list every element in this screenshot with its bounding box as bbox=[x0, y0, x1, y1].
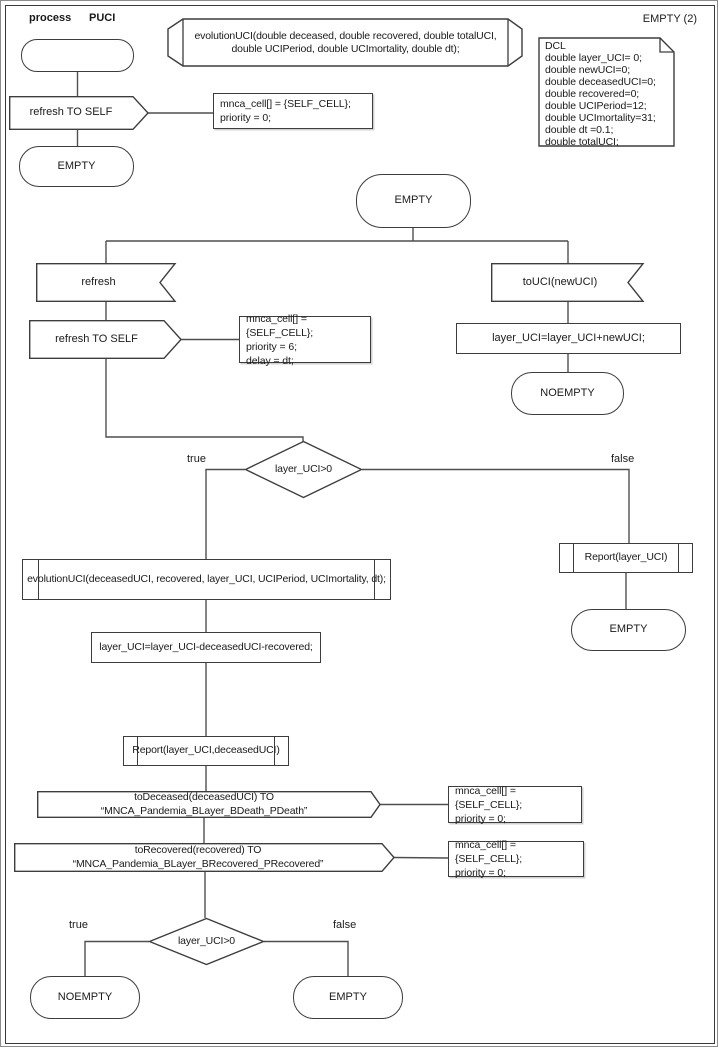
connector bbox=[205, 468, 245, 559]
procedure-call-bar bbox=[373, 560, 375, 599]
state-label: EMPTY bbox=[57, 159, 96, 172]
state-empty-right[interactable]: EMPTY bbox=[571, 609, 686, 651]
call-text: evolutionUCI(deceasedUCI, recovered, lay… bbox=[27, 572, 386, 585]
state-label: EMPTY bbox=[329, 990, 367, 1003]
state-empty-bottom[interactable]: EMPTY bbox=[293, 976, 403, 1019]
diagram-kind-label: process bbox=[29, 12, 72, 24]
note-text: mnca_cell[] = {SELF_CELL}; priority = 0; bbox=[455, 839, 523, 879]
note-mnca-priority6[interactable]: mnca_cell[] = {SELF_CELL}; priority = 6;… bbox=[239, 312, 371, 367]
state-label: NOEMPTY bbox=[540, 386, 595, 399]
state-label: NOEMPTY bbox=[57, 990, 113, 1003]
output-refresh-to-self-delayed[interactable]: refresh TO SELF bbox=[29, 320, 183, 359]
dcl-text-symbol[interactable]: DCL double layer_UCI= 0; double newUCI=0… bbox=[538, 37, 676, 148]
process-name: PUCI bbox=[89, 12, 116, 24]
procedure-call-bar bbox=[38, 560, 40, 599]
note-mnca-priority0-deceased[interactable]: mnca_cell[] = {SELF_CELL}; priority = 0; bbox=[448, 784, 582, 825]
branch-label-false-1: false bbox=[611, 453, 635, 465]
call-text: Report(layer_UCI) bbox=[584, 551, 668, 564]
call-report-deceased[interactable]: Report(layer_UCI,deceasedUCI) bbox=[123, 736, 289, 766]
decision-layer-uci-2[interactable]: layer_UCI>0 bbox=[148, 917, 265, 966]
task-text: layer_UCI=layer_UCI-deceasedUCI-recovere… bbox=[99, 640, 313, 653]
call-text: Report(layer_UCI,deceasedUCI) bbox=[132, 744, 280, 757]
connector bbox=[84, 940, 149, 976]
task-add-newuci[interactable]: layer_UCI=layer_UCI+newUCI; bbox=[456, 323, 681, 354]
output-refresh-to-self-start[interactable]: refresh TO SELF bbox=[9, 96, 150, 130]
connector bbox=[264, 940, 349, 976]
note-mnca-priority0-recovered[interactable]: mnca_cell[] = {SELF_CELL}; priority = 0; bbox=[448, 839, 584, 879]
note-text: mnca_cell[] = {SELF_CELL}; priority = 6;… bbox=[246, 312, 314, 367]
branch-label-true-2: true bbox=[69, 919, 88, 931]
note-mnca-priority0-start[interactable]: mnca_cell[] = {SELF_CELL}; priority = 0; bbox=[213, 93, 373, 129]
output-todeceased[interactable]: toDeceased(deceasedUCI) TO “MNCA_Pandemi… bbox=[37, 791, 382, 818]
note-text: mnca_cell[] = {SELF_CELL}; priority = 0; bbox=[455, 784, 523, 825]
procedure-call-bar bbox=[573, 544, 575, 572]
call-report[interactable]: Report(layer_UCI) bbox=[559, 543, 693, 573]
page-label: EMPTY (2) bbox=[642, 13, 697, 25]
state-noempty-right[interactable]: NOEMPTY bbox=[511, 372, 624, 415]
diagram-frame bbox=[5, 5, 715, 1044]
decision-layer-uci-1[interactable]: layer_UCI>0 bbox=[244, 440, 363, 499]
procedure-call-bar bbox=[677, 544, 679, 572]
branch-label-false-2: false bbox=[333, 919, 357, 931]
note-text: mnca_cell[] = {SELF_CELL}; priority = 0; bbox=[220, 98, 351, 124]
branch-label-true-1: true bbox=[187, 453, 206, 465]
task-text: layer_UCI=layer_UCI+newUCI; bbox=[492, 331, 645, 344]
state-empty-start[interactable]: EMPTY bbox=[19, 146, 134, 187]
connector bbox=[393, 856, 449, 859]
state-label: EMPTY bbox=[394, 194, 433, 207]
start-symbol[interactable] bbox=[21, 39, 134, 72]
output-torecovered[interactable]: toRecovered(recovered) TO “MNCA_Pandemia… bbox=[14, 843, 396, 872]
procedure-call-bar bbox=[137, 737, 139, 765]
input-refresh[interactable]: refresh bbox=[36, 263, 177, 302]
connector bbox=[362, 468, 630, 543]
procedure-declaration[interactable]: evolutionUCI(double deceased, double rec… bbox=[167, 18, 523, 68]
procedure-call-bar bbox=[273, 737, 275, 765]
state-label: EMPTY bbox=[609, 623, 648, 636]
input-touci[interactable]: toUCI(newUCI) bbox=[491, 263, 645, 302]
connector bbox=[105, 358, 304, 442]
task-subtract-deceased-recovered[interactable]: layer_UCI=layer_UCI-deceasedUCI-recovere… bbox=[91, 632, 321, 663]
call-evolutionuci[interactable]: evolutionUCI(deceasedUCI, recovered, lay… bbox=[22, 559, 391, 600]
state-noempty-bottom[interactable]: NOEMPTY bbox=[30, 976, 140, 1019]
state-empty-main[interactable]: EMPTY bbox=[356, 174, 471, 228]
